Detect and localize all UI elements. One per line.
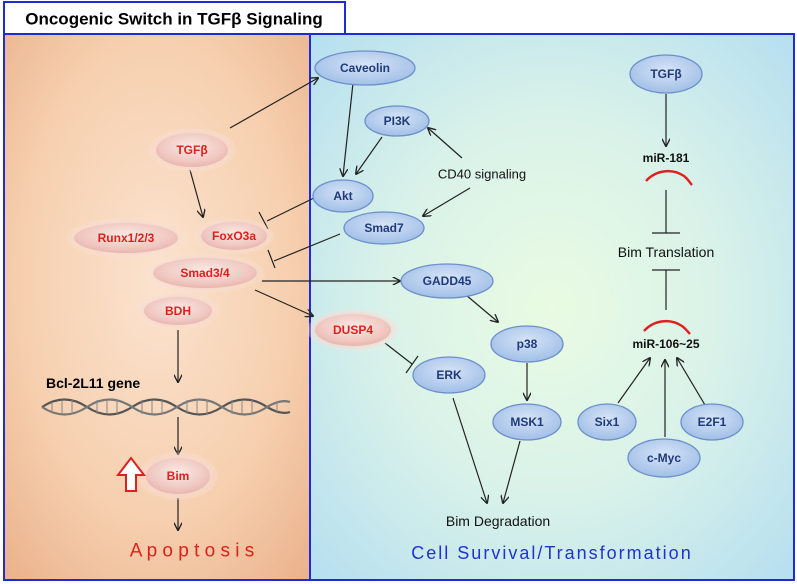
node-dusp4: DUSP4 <box>307 309 399 351</box>
node-p38-label: p38 <box>517 337 538 351</box>
node-tgfb-right-label: TGFβ <box>650 67 681 81</box>
node-caveolin-label: Caveolin <box>340 61 390 75</box>
node-dusp4-label: DUSP4 <box>333 323 373 337</box>
node-smad7-label: Smad7 <box>364 221 404 235</box>
node-p38: p38 <box>490 325 564 363</box>
arrow-six1-mir106 <box>617 358 650 404</box>
arrow-e2f1-mir106 <box>677 358 706 406</box>
node-akt-label: Akt <box>333 189 352 203</box>
node-smad34-label: Smad3/4 <box>180 266 230 280</box>
node-smad7: Smad7 <box>343 211 425 245</box>
bim-translation-label: Bim Translation <box>618 244 714 260</box>
inhibit-smad7-smad34 <box>273 233 341 262</box>
node-six1-label: Six1 <box>595 415 620 429</box>
node-tgfb-left: TGFβ <box>148 128 236 172</box>
node-msk1-label: MSK1 <box>510 415 544 429</box>
diagram-title: Oncogenic Switch in TGFβ Signaling <box>25 10 323 29</box>
node-runx-label: Runx1/2/3 <box>98 231 155 245</box>
mir181-label: miR-181 <box>643 151 690 165</box>
node-pi3k-label: PI3K <box>384 114 411 128</box>
upregulation-arrow-icon <box>115 456 147 492</box>
node-akt: Akt <box>312 179 374 213</box>
arrow-gadd45-p38 <box>465 294 498 322</box>
mir106-rna-icon <box>643 319 691 335</box>
node-six1: Six1 <box>577 403 637 441</box>
title-box <box>3 1 346 35</box>
arrow-tgfb-smad <box>189 169 203 217</box>
node-erk-label: ERK <box>436 368 462 382</box>
node-tgfb-left-label: TGFβ <box>176 143 207 157</box>
node-runx: Runx1/2/3 <box>66 218 186 258</box>
mir181-rna-icon <box>645 169 693 186</box>
node-bim-label: Bim <box>167 469 190 483</box>
node-cmyc-label: c-Myc <box>647 451 681 465</box>
node-pi3k: PI3K <box>364 105 430 137</box>
mir106-label: miR-106~25 <box>632 337 699 351</box>
node-e2f1: E2F1 <box>680 403 744 441</box>
arrow-erk-bimdeg <box>452 397 487 503</box>
bim-degradation-label: Bim Degradation <box>446 513 550 529</box>
node-e2f1-label: E2F1 <box>698 415 727 429</box>
node-smad34: Smad3/4 <box>145 253 265 293</box>
node-gadd45: GADD45 <box>400 263 494 299</box>
apoptosis-caption: A p o p t o s i s <box>130 541 255 562</box>
node-bdh-label: BDH <box>165 304 191 318</box>
node-bdh: BDH <box>136 292 220 330</box>
arrow-cd40-pi3k <box>428 128 463 159</box>
arrow-pi3k-akt <box>356 136 383 174</box>
node-cmyc: c-Myc <box>627 438 701 478</box>
node-foxo3a-label: FoxO3a <box>212 229 256 243</box>
arrow-msk1-bimdeg <box>503 440 521 503</box>
arrow-cd40-smad7 <box>423 187 471 216</box>
node-erk: ERK <box>412 356 486 394</box>
dna-helix-icon <box>41 398 291 416</box>
cd40-label: CD40 signaling <box>438 167 526 182</box>
node-caveolin: Caveolin <box>314 50 416 86</box>
node-gadd45-label: GADD45 <box>423 274 472 288</box>
gene-label: Bcl-2L11 gene <box>46 375 140 391</box>
cell-survival-caption: Cell Survival/Transformation <box>411 543 692 563</box>
inhibit-dusp4-erk <box>384 342 413 365</box>
node-bim: Bim <box>138 452 218 500</box>
node-msk1: MSK1 <box>492 403 562 441</box>
inhibit-akt-foxo3a <box>266 195 319 222</box>
node-foxo3a: FoxO3a <box>194 218 274 254</box>
arrow-smad-dusp4 <box>254 289 313 316</box>
connectors <box>178 78 706 530</box>
arrow-caveolin-akt <box>343 82 354 176</box>
arrow-tgfb-caveolin <box>229 78 318 129</box>
node-tgfb-right: TGFβ <box>629 54 703 94</box>
